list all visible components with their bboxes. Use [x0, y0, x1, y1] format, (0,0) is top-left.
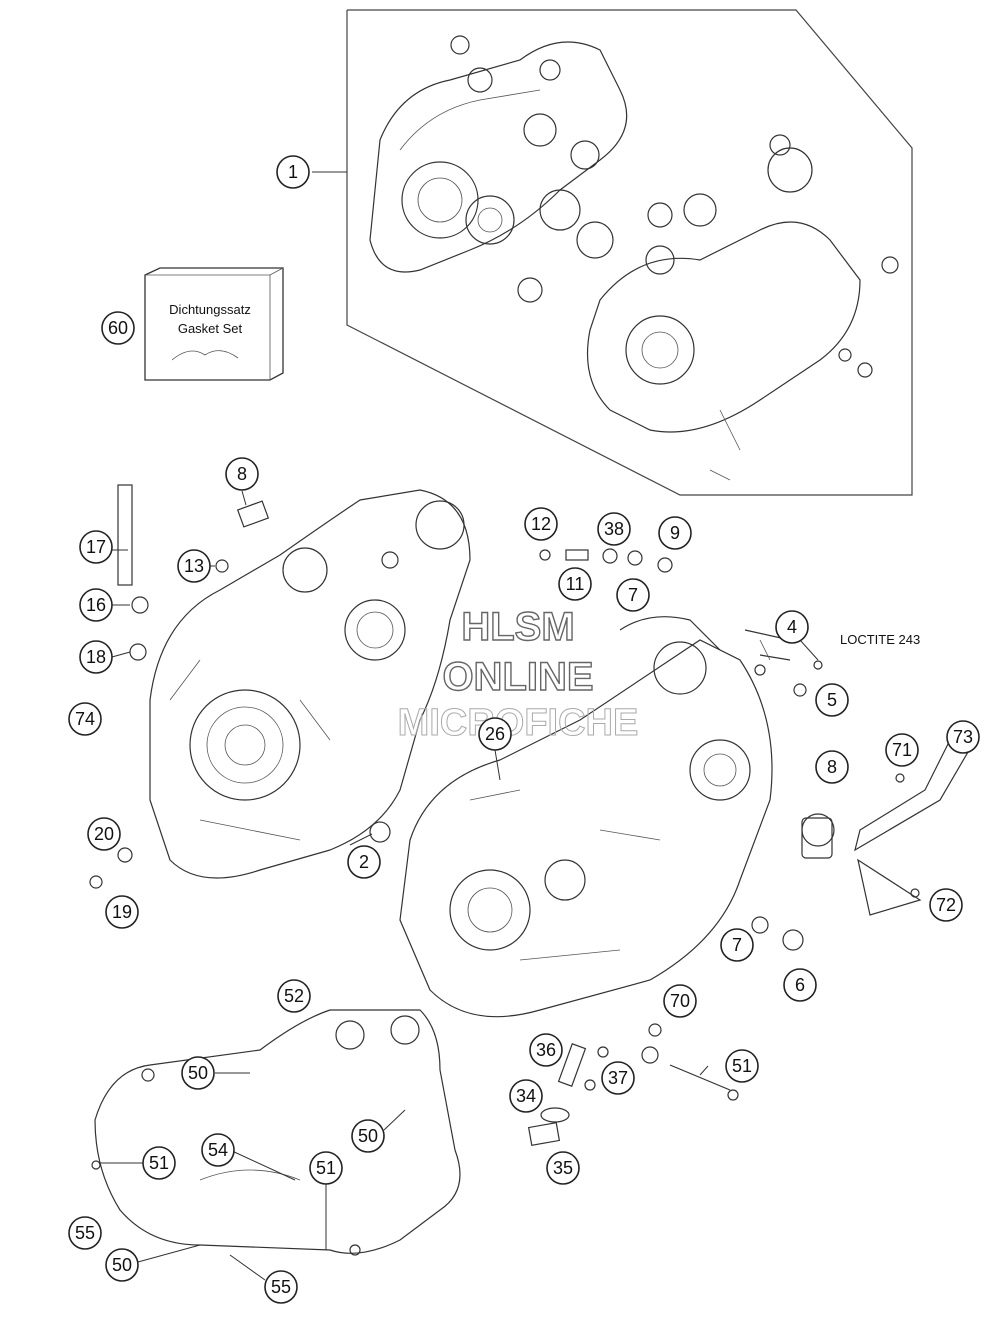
callout-11[interactable]: 11: [558, 567, 592, 601]
svg-text:50: 50: [112, 1255, 132, 1275]
right-crankcase-drawing: [399, 616, 976, 1018]
watermark-line1: HLSM: [461, 605, 574, 649]
callout-70[interactable]: 70: [663, 984, 697, 1018]
callout-8-right[interactable]: 8: [815, 750, 849, 784]
svg-text:7: 7: [628, 585, 638, 605]
watermark-line2: ONLINE: [442, 655, 593, 699]
svg-text:12: 12: [531, 514, 551, 534]
callout-34[interactable]: 34: [509, 1079, 543, 1113]
callout-4[interactable]: 4: [775, 610, 809, 644]
loctite-label: LOCTITE 243: [840, 632, 920, 647]
callout-16[interactable]: 16: [79, 588, 113, 622]
callout-60[interactable]: 60: [101, 311, 135, 345]
callout-6[interactable]: 6: [783, 968, 817, 1002]
callout-18[interactable]: 18: [79, 640, 113, 674]
callout-36[interactable]: 36: [529, 1033, 563, 1067]
clutch-cover-drawing: [91, 1009, 461, 1256]
svg-text:51: 51: [732, 1056, 752, 1076]
callout-5[interactable]: 5: [815, 683, 849, 717]
svg-text:51: 51: [316, 1158, 336, 1178]
callout-19[interactable]: 19: [105, 895, 139, 929]
svg-text:73: 73: [953, 727, 973, 747]
svg-text:37: 37: [608, 1068, 628, 1088]
svg-text:8: 8: [827, 757, 837, 777]
callout-12[interactable]: 12: [524, 507, 558, 541]
callout-73[interactable]: 73: [946, 720, 980, 754]
callout-17[interactable]: 17: [79, 530, 113, 564]
svg-text:18: 18: [86, 647, 106, 667]
left-crankcase-drawing: [89, 484, 471, 889]
callout-1[interactable]: 1: [276, 155, 310, 189]
svg-text:70: 70: [670, 991, 690, 1011]
callout-35[interactable]: 35: [546, 1151, 580, 1185]
svg-text:50: 50: [188, 1063, 208, 1083]
svg-text:2: 2: [359, 852, 369, 872]
svg-text:36: 36: [536, 1040, 556, 1060]
callout-51-center[interactable]: 51: [309, 1151, 343, 1185]
svg-text:5: 5: [827, 690, 837, 710]
callout-50-c[interactable]: 50: [105, 1248, 139, 1282]
svg-text:54: 54: [208, 1140, 228, 1160]
svg-text:38: 38: [604, 519, 624, 539]
callout-20[interactable]: 20: [87, 817, 121, 851]
svg-text:9: 9: [670, 523, 680, 543]
crankcase-assembly-frame: [346, 9, 913, 496]
watermark: HLSM ONLINE MICROFICHE: [397, 604, 639, 744]
callout-72[interactable]: 72: [929, 888, 963, 922]
callout-9[interactable]: 9: [658, 516, 692, 550]
callout-50-a[interactable]: 50: [181, 1056, 215, 1090]
svg-text:34: 34: [516, 1086, 536, 1106]
callout-55-left[interactable]: 55: [68, 1216, 102, 1250]
callout-38[interactable]: 38: [597, 512, 631, 546]
callout-51-right[interactable]: 51: [725, 1049, 759, 1083]
callout-8-left[interactable]: 8: [225, 457, 259, 491]
gasket-set-box: Dichtungssatz Gasket Set: [144, 267, 284, 381]
svg-text:52: 52: [284, 986, 304, 1006]
callout-2[interactable]: 2: [347, 845, 381, 879]
svg-text:1: 1: [288, 162, 298, 182]
small-parts-cluster: [539, 548, 771, 661]
watermark-line3: MICROFICHE: [398, 702, 639, 744]
svg-text:55: 55: [75, 1223, 95, 1243]
svg-text:74: 74: [75, 709, 95, 729]
oil-filter-parts-drawing: [527, 1023, 739, 1146]
svg-text:16: 16: [86, 595, 106, 615]
crankcase-assembly-drawing: [369, 35, 899, 481]
svg-text:19: 19: [112, 902, 132, 922]
svg-text:7: 7: [732, 935, 742, 955]
callout-52[interactable]: 52: [277, 979, 311, 1013]
callout-7-top[interactable]: 7: [616, 578, 650, 612]
svg-text:35: 35: [553, 1158, 573, 1178]
svg-text:60: 60: [108, 318, 128, 338]
callout-74[interactable]: 74: [68, 702, 102, 736]
svg-text:71: 71: [892, 740, 912, 760]
svg-text:26: 26: [485, 724, 505, 744]
callout-37[interactable]: 37: [601, 1061, 635, 1095]
callout-50-b[interactable]: 50: [351, 1119, 385, 1153]
svg-text:11: 11: [566, 574, 585, 594]
callout-54[interactable]: 54: [201, 1133, 235, 1167]
callout-13[interactable]: 13: [177, 549, 211, 583]
svg-text:6: 6: [795, 975, 805, 995]
gasket-box-line1: Dichtungssatz: [169, 302, 251, 317]
callout-51-left[interactable]: 51: [142, 1146, 176, 1180]
callout-7-right[interactable]: 7: [720, 928, 754, 962]
svg-text:50: 50: [358, 1126, 378, 1146]
svg-text:51: 51: [149, 1153, 169, 1173]
svg-text:13: 13: [184, 556, 204, 576]
svg-text:55: 55: [271, 1277, 291, 1297]
svg-text:8: 8: [237, 464, 247, 484]
callout-26[interactable]: 26: [478, 717, 512, 751]
svg-text:17: 17: [86, 537, 106, 557]
svg-text:4: 4: [787, 617, 797, 637]
callout-71[interactable]: 71: [885, 733, 919, 767]
svg-text:20: 20: [94, 824, 114, 844]
callout-55-bottom[interactable]: 55: [264, 1270, 298, 1304]
svg-text:72: 72: [936, 895, 956, 915]
gasket-box-line2: Gasket Set: [178, 321, 243, 336]
